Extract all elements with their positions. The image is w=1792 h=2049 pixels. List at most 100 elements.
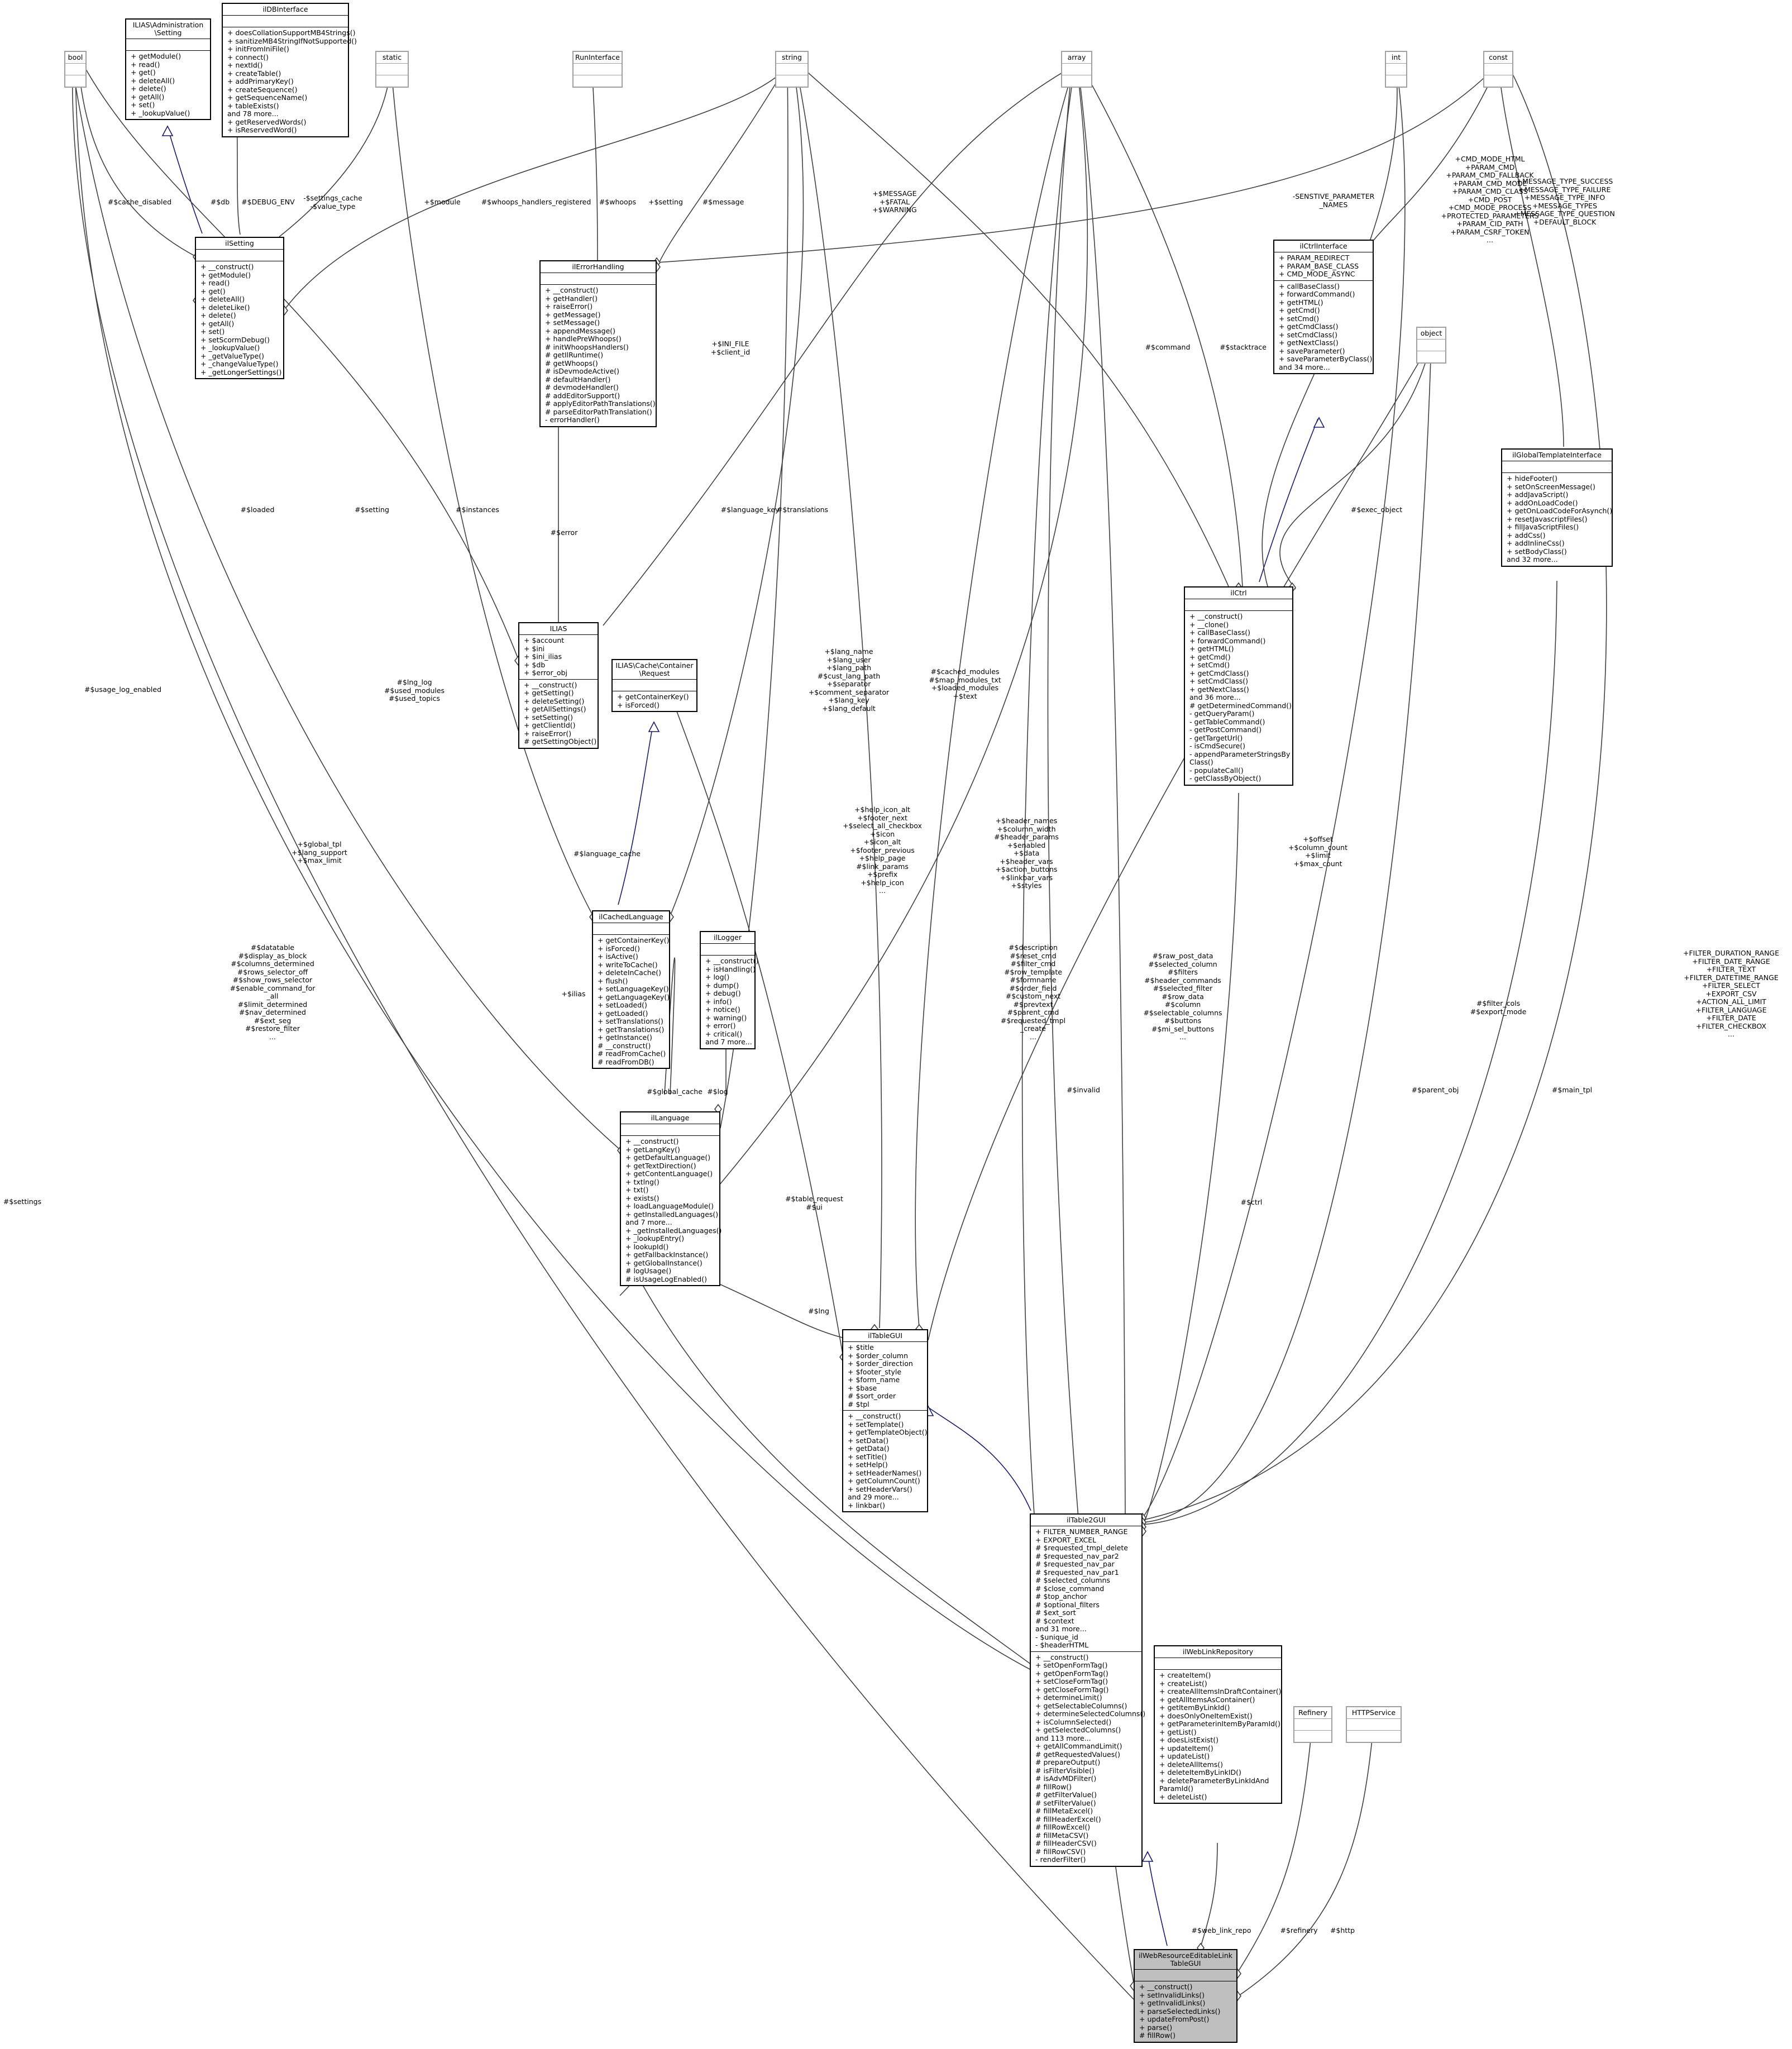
edge-label-lng-log: #$lng_log #$used_modules #$used_topics: [384, 678, 445, 703]
edge-label-global-cache: #$global_cache: [647, 1087, 703, 1096]
class-operations: + getContainerKey() + isForced() + isAct…: [598, 936, 670, 1066]
class-ildbinterface[interactable]: ilDBInterface + doesCollationSupportMB4St…: [222, 3, 357, 137]
association-edge: [795, 64, 882, 1329]
class-ilias-administration-setting[interactable]: ILIAS\Administration \Setting + getModule…: [125, 18, 211, 120]
association-edge: [1237, 1722, 1374, 1997]
association-edge: [1498, 64, 1564, 447]
class-attributes: + $account + $ini + $ini_ilias + $db + $…: [519, 635, 598, 680]
association-edge: [618, 723, 654, 905]
edge-label-msg-types: +MESSAGE_TYPE_SUCCESS +MESSAGE_TYPE_FAIL…: [1514, 177, 1615, 226]
class-static[interactable]: static: [375, 51, 409, 88]
class-attributes: [65, 64, 85, 75]
class-iltablegui[interactable]: ilTableGUI+ $title + $order_column + $or…: [842, 1329, 928, 1512]
class-ilctrlinterface[interactable]: ilCtrlInterface+ PARAM_REDIRECT + PARAM_…: [1273, 240, 1374, 374]
edge-label-lang-name: +$lang_name +$lang_user +$lang_path #$cu…: [808, 647, 890, 713]
class-ilctrl[interactable]: ilCtrl+ __construct() + __clone() + call…: [1184, 586, 1293, 786]
class-operations: + callBaseClass() + forwardCommand() + g…: [1279, 281, 1373, 371]
edge-label-raw-post: #$raw_post_data #$selected_column #$filt…: [1143, 952, 1222, 1041]
class-array[interactable]: array: [1061, 51, 1092, 88]
class-operations: + __construct() + setTemplate() + getTem…: [848, 1412, 928, 1510]
class-attributes: + PARAM_REDIRECT + PARAM_BASE_CLASS + CM…: [1274, 252, 1373, 281]
association-edge: [624, 1250, 1031, 1665]
class-attributes: [376, 64, 408, 75]
class-attributes: [223, 16, 348, 27]
class-ilerrorhandling[interactable]: ilErrorHandling+ __construct() + getHand…: [539, 260, 657, 427]
class-name: ilTableGUI: [843, 1330, 927, 1342]
class-string[interactable]: string: [775, 51, 809, 88]
association-edge: [279, 64, 391, 237]
association-edge: [1142, 792, 1239, 1527]
class-attributes: + $title + $order_column + $order_direct…: [843, 1342, 927, 1411]
association-edge: [603, 64, 1077, 626]
class-ilsetting[interactable]: ilSetting+ __construct() + getModule() +…: [195, 237, 284, 379]
class-operations: + createItem() + createList() + createAl…: [1159, 1671, 1282, 1801]
edge-label-loaded: #$loaded: [240, 505, 275, 514]
association-edge: [1373, 64, 1499, 241]
class-object[interactable]: object: [1416, 327, 1446, 364]
edge-label-sensitive: -SENSTIVE_PARAMETER _NAMES: [1292, 192, 1375, 209]
edge-label-setting: #$setting: [355, 505, 389, 514]
edge-label-global-tpl: +$global_tpl +$lang_support +$max_limit: [292, 840, 347, 865]
association-edge: [1200, 1842, 1218, 1947]
class-ilwebresourceeditablelinktablegui[interactable]: ilWebResourceEditableLink TableGUI+ __co…: [1134, 1949, 1237, 2043]
edge-label-refinery: #$refinery: [1280, 1926, 1318, 1935]
edge-label-error: #$error: [550, 528, 578, 537]
class-illanguage[interactable]: ilLanguage+ __construct() + getLangKey()…: [620, 1111, 721, 1286]
class-ilias[interactable]: ILIAS+ $account + $ini + $ini_ilias + $d…: [518, 622, 599, 749]
class-name: ilLanguage: [621, 1112, 719, 1124]
class-bool[interactable]: bool: [64, 51, 87, 88]
class-name: ilSetting: [196, 238, 283, 250]
edge-label-table-request: #$table_request #$ui: [785, 1195, 843, 1211]
association-edge: [1279, 340, 1432, 590]
class-operations: + getModule() + read() + get() + deleteA…: [131, 52, 190, 117]
edge-label-message: #$message: [702, 198, 744, 206]
class-operations: [1484, 75, 1512, 87]
class-operations: [574, 75, 622, 87]
association-edge: [1080, 64, 1243, 587]
class-iltable2gui[interactable]: ilTable2GUI+ FILTER_NUMBER_RANGE + EXPOR…: [1030, 1513, 1145, 1867]
class-attributes: [1185, 599, 1292, 611]
class-attributes: [613, 680, 696, 691]
class-runinterface[interactable]: RunInterface: [572, 51, 623, 88]
class-operations: + __construct() + isHandling() + log() +…: [705, 957, 759, 1046]
class-int[interactable]: int: [1385, 51, 1407, 88]
association-edge: [798, 64, 1229, 587]
class-name: ilCtrl: [1185, 588, 1292, 599]
class-ilweblinkrepository[interactable]: ilWebLinkRepository+ createItem() + crea…: [1154, 1645, 1282, 1804]
inheritance-arrow: [1141, 1851, 1154, 1862]
edge-label-http: #$http: [1330, 1926, 1355, 1935]
class-httpservice[interactable]: HTTPService: [1346, 1706, 1402, 1743]
class-name: ilGlobalTemplateInterface: [1502, 450, 1612, 461]
class-name: bool: [65, 52, 85, 64]
class-operations: [776, 75, 807, 87]
edge-label-whoops: #$whoops: [599, 198, 637, 206]
edge-label-language-key: #$language_key: [720, 505, 780, 514]
class-operations: + doesCollationSupportMB4Strings() + san…: [227, 28, 357, 134]
class-attributes: [1155, 1658, 1281, 1670]
edge-label-header-names: +$header_names +$column_width #$header_p…: [994, 816, 1059, 890]
association-edge: [670, 64, 804, 916]
class-name: ilErrorHandling: [541, 261, 656, 273]
class-attributes: [574, 64, 622, 75]
class-illogger[interactable]: ilLogger+ __construct() + isHandling() +…: [700, 931, 759, 1049]
class-name: ilWebResourceEditableLink TableGUI: [1135, 1950, 1236, 1970]
class-ilglobaltemplateinterface[interactable]: ilGlobalTemplateInterface + hideFooter() …: [1501, 448, 1613, 567]
class-const[interactable]: const: [1483, 51, 1513, 88]
association-edge: [619, 64, 1088, 1296]
edge-label-cache-disabled: #$cache_disabled: [107, 198, 172, 206]
class-ilias-cache-container-request[interactable]: ILIAS\Cache\Container \Request+ getConta…: [611, 659, 697, 712]
class-operations: [65, 75, 85, 87]
class-refinery[interactable]: Refinery: [1293, 1706, 1332, 1743]
class-name: ilDBInterface: [223, 4, 348, 16]
class-attributes: [776, 64, 807, 75]
class-name: ILIAS\Administration \Setting: [126, 20, 210, 39]
association-edge: [167, 127, 203, 234]
class-attributes: [1062, 64, 1091, 75]
class-ilcachedlanguage[interactable]: ilCachedLanguage+ getContainerKey() + is…: [592, 910, 670, 1069]
class-operations: + hideFooter() + setOnScreenMessage() + …: [1507, 474, 1613, 563]
association-edge: [1147, 1852, 1168, 1946]
edge-label-lng: #$lng: [808, 1307, 829, 1315]
association-edge: [1077, 64, 1126, 1515]
class-name: ILIAS: [519, 623, 598, 635]
